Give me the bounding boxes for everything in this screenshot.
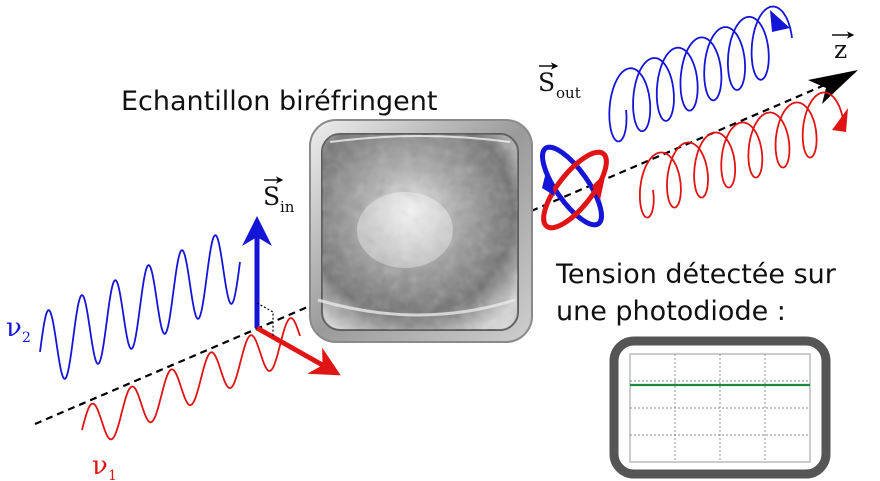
svg-text:S: S [263, 182, 280, 211]
s-in-label: S in [263, 176, 295, 216]
z-axis-label: z [832, 31, 855, 64]
nu1-label: ν 1 [92, 451, 117, 481]
detector-label-line2: une photodiode : [556, 296, 786, 327]
s-out-label: S out [538, 62, 581, 102]
detector-label-line1: Tension détectée sur [555, 259, 837, 290]
output-helix-red [639, 91, 844, 219]
birefringent-crystal [309, 119, 533, 343]
polarization-ellipses [540, 144, 609, 231]
input-wave-nu1 [81, 317, 301, 441]
svg-text:out: out [556, 84, 581, 102]
nu2-label: ν 2 [6, 313, 31, 346]
svg-text:ν: ν [6, 313, 22, 343]
sample-label: Echantillon biréfringent [121, 86, 437, 117]
svg-text:in: in [280, 198, 295, 216]
output-helix-blue [608, 5, 793, 143]
helix-red-arrowhead [832, 108, 848, 132]
z-axis-arrowhead [808, 70, 858, 104]
photodiode-screen [609, 336, 831, 479]
input-wave-nu2 [39, 234, 241, 380]
svg-text:ν: ν [92, 451, 108, 481]
helix-blue-arrowhead [770, 10, 790, 32]
svg-text:2: 2 [22, 330, 31, 346]
svg-text:S: S [538, 68, 555, 97]
s-in-horizontal-arrow [255, 325, 341, 376]
svg-text:z: z [834, 35, 847, 64]
svg-text:1: 1 [108, 468, 117, 481]
